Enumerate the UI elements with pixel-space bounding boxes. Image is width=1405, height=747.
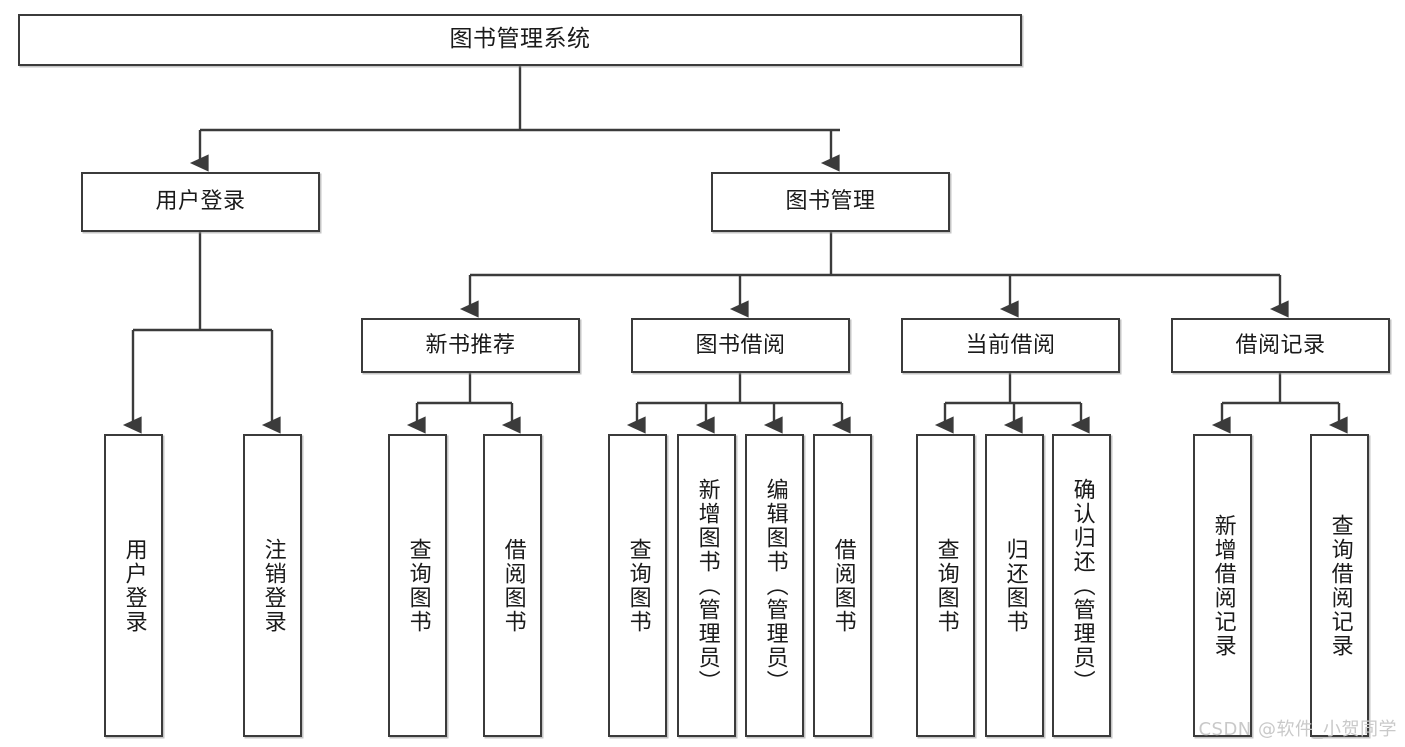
node-book-borrow[interactable]: 图书借阅 <box>631 318 850 373</box>
node-leaf-confirm-return[interactable]: 确认归还（管理员） <box>1052 434 1111 737</box>
node-leaf-query-record-label: 查询借阅记录 <box>1327 513 1353 658</box>
node-leaf-query-book-3-label: 查询图书 <box>933 537 959 634</box>
node-book-manage[interactable]: 图书管理 <box>711 172 950 232</box>
node-current-borrow-label: 当前借阅 <box>965 332 1056 358</box>
watermark: CSDN @软件_小贺同学 <box>1198 719 1397 740</box>
node-book-manage-label: 图书管理 <box>785 189 876 215</box>
node-leaf-query-record[interactable]: 查询借阅记录 <box>1310 434 1369 737</box>
node-borrow-record[interactable]: 借阅记录 <box>1171 318 1390 373</box>
node-leaf-add-record-label: 新增借阅记录 <box>1210 513 1236 658</box>
node-root-label: 图书管理系统 <box>449 26 591 53</box>
node-leaf-add-record[interactable]: 新增借阅记录 <box>1193 434 1252 737</box>
node-current-borrow[interactable]: 当前借阅 <box>901 318 1120 373</box>
node-leaf-confirm-return-label: 确认归还（管理员） <box>1069 477 1095 694</box>
node-leaf-query-book-1-label: 查询图书 <box>405 537 431 634</box>
node-leaf-user-login-label: 用户登录 <box>121 537 147 634</box>
node-leaf-user-login[interactable]: 用户登录 <box>104 434 163 737</box>
node-new-book-rec-label: 新书推荐 <box>425 332 516 358</box>
node-borrow-record-label: 借阅记录 <box>1235 332 1326 358</box>
node-leaf-return-book-label: 归还图书 <box>1002 537 1028 634</box>
node-leaf-logout-label: 注销登录 <box>260 537 286 634</box>
node-leaf-add-book[interactable]: 新增图书（管理员） <box>677 434 736 737</box>
node-leaf-query-book-2[interactable]: 查询图书 <box>608 434 667 737</box>
node-leaf-edit-book[interactable]: 编辑图书（管理员） <box>745 434 804 737</box>
node-leaf-borrow-book-2-label: 借阅图书 <box>830 537 856 634</box>
node-root[interactable]: 图书管理系统 <box>18 14 1022 66</box>
node-book-borrow-label: 图书借阅 <box>695 332 786 358</box>
node-leaf-borrow-book-1[interactable]: 借阅图书 <box>483 434 542 737</box>
node-leaf-borrow-book-2[interactable]: 借阅图书 <box>813 434 872 737</box>
node-user-login-label: 用户登录 <box>155 189 246 215</box>
node-leaf-add-book-label: 新增图书（管理员） <box>694 477 720 694</box>
node-leaf-return-book[interactable]: 归还图书 <box>985 434 1044 737</box>
node-new-book-rec[interactable]: 新书推荐 <box>361 318 580 373</box>
node-user-login[interactable]: 用户登录 <box>81 172 320 232</box>
node-leaf-query-book-1[interactable]: 查询图书 <box>388 434 447 737</box>
node-leaf-logout[interactable]: 注销登录 <box>243 434 302 737</box>
node-leaf-edit-book-label: 编辑图书（管理员） <box>762 477 788 694</box>
node-leaf-query-book-3[interactable]: 查询图书 <box>916 434 975 737</box>
node-leaf-query-book-2-label: 查询图书 <box>625 537 651 634</box>
node-leaf-borrow-book-1-label: 借阅图书 <box>500 537 526 634</box>
